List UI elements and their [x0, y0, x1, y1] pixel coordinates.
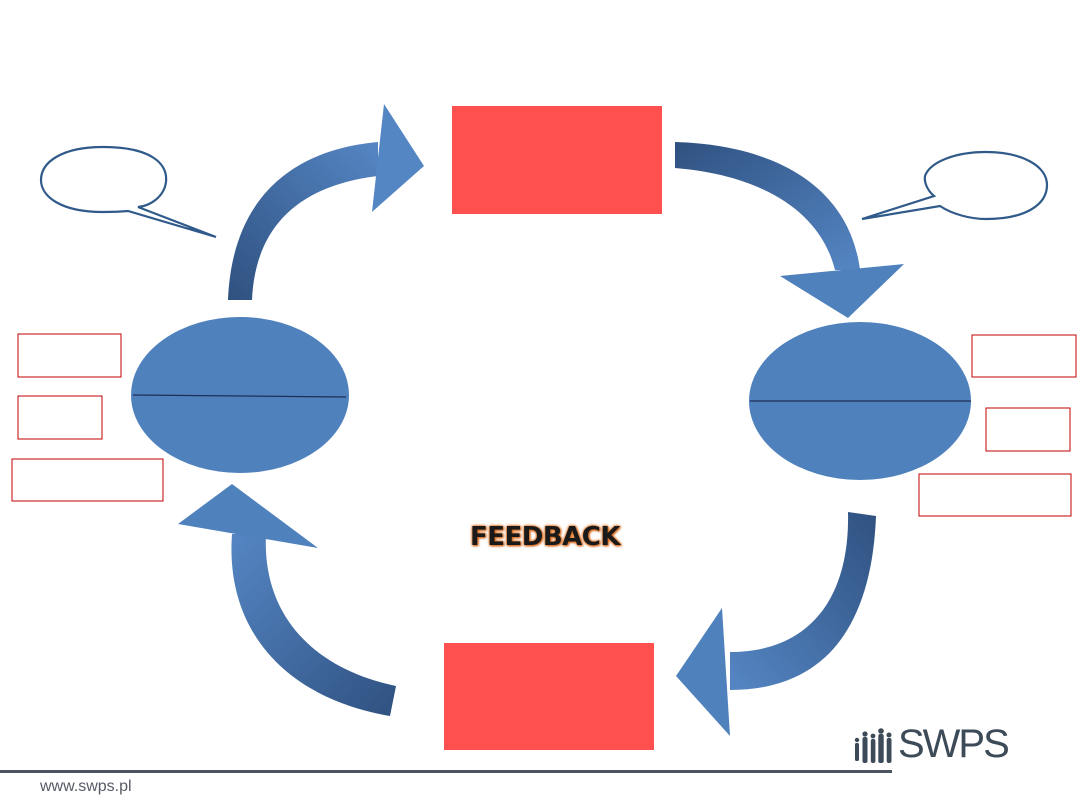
brand-name: SWPS: [898, 722, 1010, 766]
feedback-label: FEEDBACK: [470, 522, 621, 552]
right-label-box-2: [985, 407, 1071, 452]
left-label-box-3: [11, 458, 164, 502]
right-label-box-1: [971, 334, 1077, 378]
arrow-top-left: [228, 104, 424, 300]
right-ellipse: [749, 322, 971, 480]
footer-divider: [0, 770, 892, 773]
footer-url: www.swps.pl: [40, 778, 132, 795]
arrow-top-right: [675, 142, 904, 318]
left-label-box-2: [17, 395, 103, 440]
left-label-box-1: [17, 333, 122, 378]
right-label-box-3: [918, 473, 1072, 517]
people-silhouettes-icon: [854, 728, 892, 763]
arrow-bottom-left: [178, 484, 396, 716]
bottom-red-box: [444, 643, 654, 750]
left-ellipse-divider: [132, 394, 347, 398]
left-speech-bubble: [39, 145, 217, 239]
left-ellipse: [131, 317, 349, 473]
top-red-box: [452, 106, 662, 214]
right-speech-bubble: [861, 150, 1049, 221]
arrow-bottom-right: [676, 512, 876, 736]
